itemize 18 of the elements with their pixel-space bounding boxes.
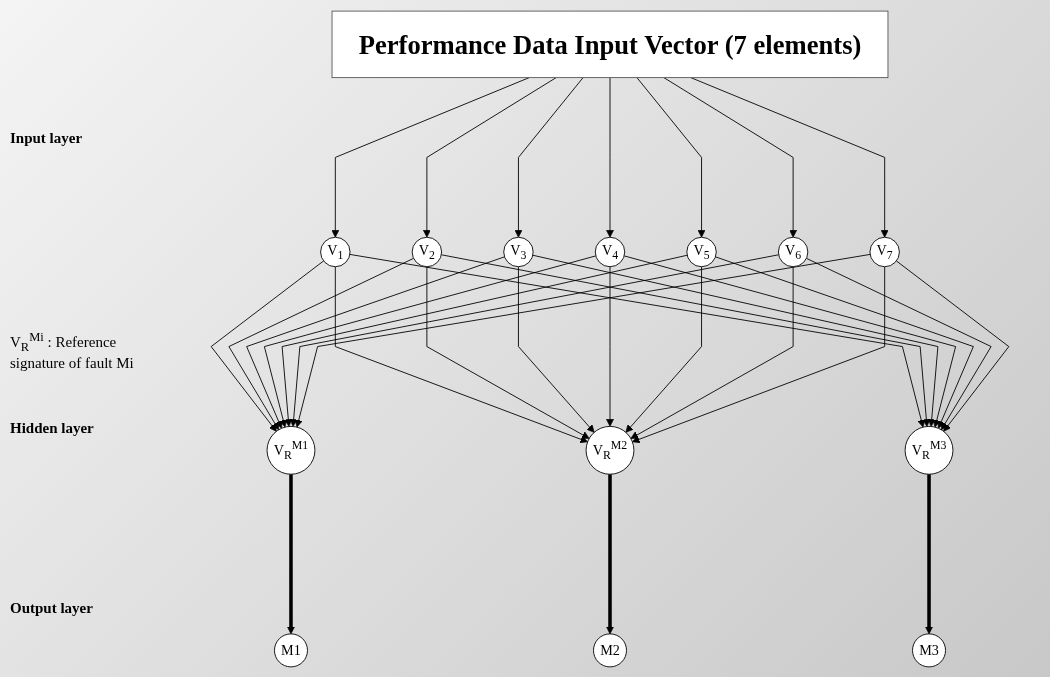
node-circle: M2 [593, 632, 627, 667]
node-circle: M3 [912, 632, 946, 667]
layer-label: Input layer [10, 130, 84, 147]
node-circle: V$_{2}$ [411, 236, 443, 267]
node-circle: V$_{4}$ [594, 236, 626, 267]
note-text: V$_{R}$$^{Mi}$ : Reference signature of fault Mi [10, 330, 135, 372]
arrow [925, 473, 933, 634]
node-circle: V$_{3}$ [503, 236, 534, 267]
arrow [606, 473, 614, 634]
arrow [287, 473, 295, 634]
node-circle: V$_{5}$ [686, 236, 717, 267]
node-circle: V$_{1}$ [320, 236, 351, 267]
layer-label: Output layer [10, 600, 94, 617]
node-circle: V$_{7}$ [869, 236, 900, 267]
node-circle: M1 [274, 632, 308, 667]
layer-label: Hidden layer [10, 420, 95, 437]
node-box: Performance Data Input Vector (7 elements) [331, 10, 889, 78]
node-circle: V$_{6}$ [777, 236, 809, 267]
